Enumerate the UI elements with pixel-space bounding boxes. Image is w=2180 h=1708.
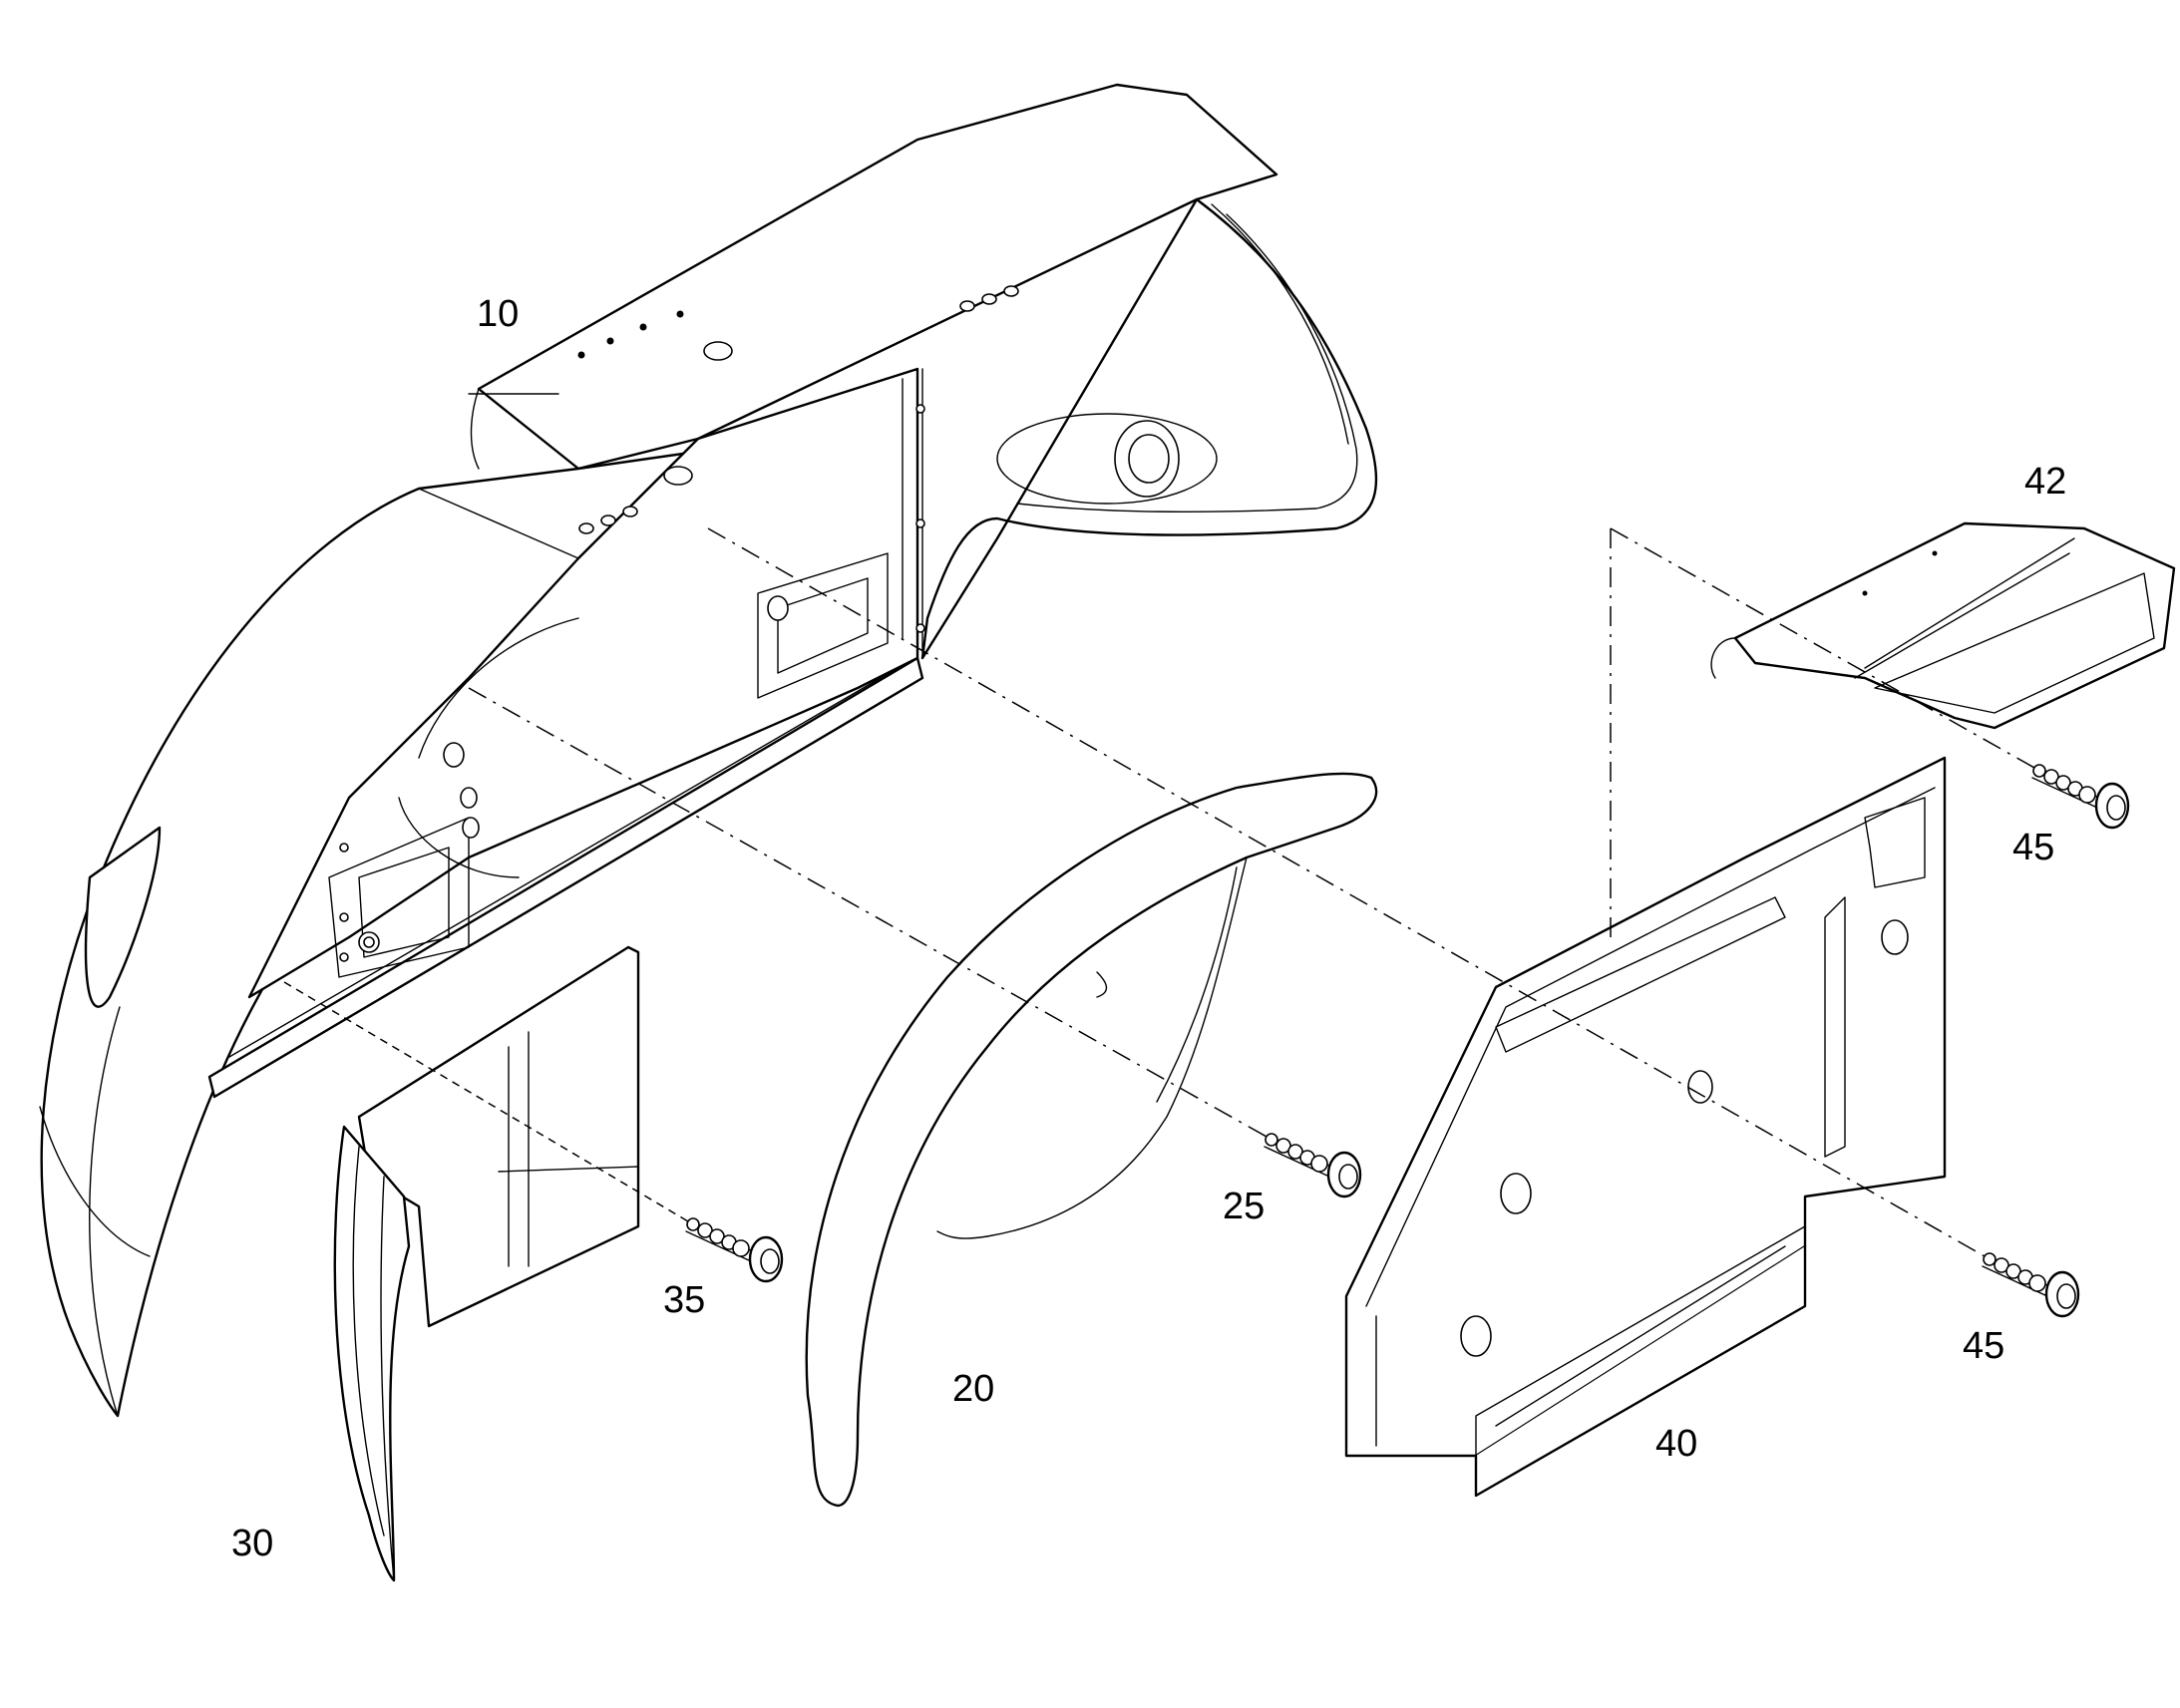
callout-20: 20 <box>952 1368 994 1410</box>
callout-45-upper: 45 <box>2012 827 2054 868</box>
screw-45-lower <box>1982 1252 2080 1318</box>
screw-45-upper <box>2031 764 2130 830</box>
callout-35: 35 <box>663 1279 705 1321</box>
screw-25 <box>1264 1133 1362 1198</box>
callout-25: 25 <box>1223 1186 1265 1227</box>
part-20-fender-liner <box>805 772 1378 1508</box>
callout-40: 40 <box>1655 1423 1697 1465</box>
screw-35 <box>685 1217 784 1283</box>
assembly-leader-lines <box>283 527 2035 1257</box>
part-42-cover-plate <box>1710 521 2176 730</box>
callout-labels: 10 42 45 25 35 20 45 40 30 <box>231 293 2066 1564</box>
part-40-side-panel <box>1344 756 1947 1498</box>
part-10-hood-assembly <box>39 83 1378 1418</box>
callout-30: 30 <box>231 1523 273 1564</box>
part-30-splash-shield <box>333 945 640 1582</box>
callout-10: 10 <box>477 293 519 335</box>
callout-42: 42 <box>2024 461 2066 503</box>
callout-45-lower: 45 <box>1963 1325 2004 1367</box>
